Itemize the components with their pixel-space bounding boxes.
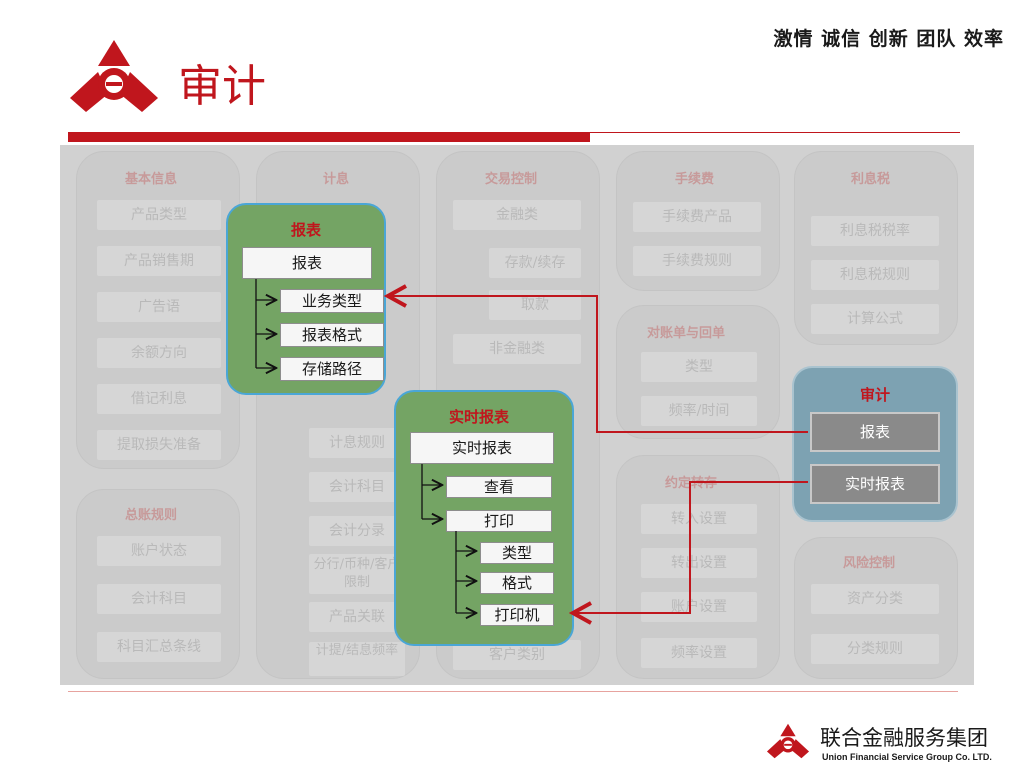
group-title: 交易控制 — [485, 172, 538, 187]
group-item: 金融类 — [453, 200, 581, 230]
realtime-panel-title: 实时报表 — [448, 408, 509, 426]
group-ledger-rules: 总账规则 账户状态 会计科目 科目汇总条线 — [76, 489, 240, 679]
group-item: 账户状态 — [97, 536, 221, 566]
group-item: 提取损失准备 — [97, 430, 221, 460]
realtime-report-panel: 实时报表 实时报表 查看 打印 类型 格式 打印机 — [394, 390, 574, 646]
group-title: 基本信息 — [125, 172, 178, 187]
group-item: 会计科目 — [309, 472, 405, 502]
group-interest-tax: 利息税 利息税税率 利息税规则 计算公式 — [794, 151, 958, 345]
group-title: 约定转存 — [665, 476, 718, 491]
header-rule-thin — [590, 132, 960, 133]
group-item: 利息税税率 — [811, 216, 939, 246]
group-title: 利息税 — [851, 172, 891, 187]
audit-panel-title: 审计 — [859, 386, 890, 404]
group-title: 计息 — [323, 172, 350, 187]
group-item: 账户设置 — [641, 592, 757, 622]
group-item: 资产分类 — [811, 584, 939, 614]
group-item: 类型 — [641, 352, 757, 382]
group-item: 会计科目 — [97, 584, 221, 614]
group-item: 存款/续存 — [489, 248, 581, 278]
group-item: 会计分录 — [309, 516, 405, 546]
group-item: 计提/结息频率 — [309, 642, 405, 676]
group-title: 对账单与回单 — [647, 326, 726, 341]
audit-item-realtime-report[interactable]: 实时报表 — [810, 464, 940, 504]
group-item: 转出设置 — [641, 548, 757, 578]
group-title: 总账规则 — [125, 508, 178, 523]
group-item: 科目汇总条线 — [97, 632, 221, 662]
audit-item-report[interactable]: 报表 — [810, 412, 940, 452]
group-item: 分类规则 — [811, 634, 939, 664]
company-logo-small — [766, 723, 810, 759]
group-basic-info: 基本信息 产品类型 产品销售期 广告语 余额方向 借记利息 提取损失准备 — [76, 151, 240, 469]
group-item: 产品销售期 — [97, 246, 221, 276]
group-item: 广告语 — [97, 292, 221, 322]
group-scheduled-transfer: 约定转存 转入设置 转出设置 账户设置 频率设置 — [616, 455, 780, 679]
group-risk-control: 风险控制 资产分类 分类规则 — [794, 537, 958, 679]
company-logo — [70, 40, 158, 112]
group-item: 取款 — [489, 290, 581, 320]
company-name-cn: 联合金融服务集团 — [820, 726, 988, 750]
print-node-type[interactable]: 类型 — [480, 542, 554, 564]
group-item: 利息税规则 — [811, 260, 939, 290]
group-item: 计算公式 — [811, 304, 939, 334]
report-node-storage-path[interactable]: 存储路径 — [280, 357, 384, 381]
group-title: 风险控制 — [843, 556, 896, 571]
group-item: 产品关联 — [309, 602, 405, 632]
report-root-node[interactable]: 报表 — [242, 247, 372, 279]
slogan: 激情 诚信 创新 团队 效率 — [773, 28, 1004, 50]
group-title: 手续费 — [675, 172, 715, 187]
group-statements: 对账单与回单 类型 频率/时间 — [616, 305, 780, 439]
header-rule-thick — [68, 132, 590, 142]
realtime-node-print[interactable]: 打印 — [446, 510, 552, 532]
group-item: 手续费规则 — [633, 246, 761, 276]
realtime-root-node[interactable]: 实时报表 — [410, 432, 554, 464]
report-node-business-type[interactable]: 业务类型 — [280, 289, 384, 313]
group-item: 频率/时间 — [641, 396, 757, 426]
report-panel: 报表 报表 业务类型 报表格式 存储路径 — [226, 203, 386, 395]
report-node-format[interactable]: 报表格式 — [280, 323, 384, 347]
audit-panel: 审计 报表 实时报表 — [792, 366, 958, 522]
group-item: 计息规则 — [309, 428, 405, 458]
group-item: 借记利息 — [97, 384, 221, 414]
group-item: 转入设置 — [641, 504, 757, 534]
realtime-node-view[interactable]: 查看 — [446, 476, 552, 498]
print-node-printer[interactable]: 打印机 — [480, 604, 554, 626]
group-fees: 手续费 手续费产品 手续费规则 — [616, 151, 780, 291]
report-panel-title: 报表 — [290, 221, 321, 239]
group-item: 分行/币种/客户限制 — [309, 554, 405, 594]
footer-rule — [68, 691, 958, 692]
group-item: 产品类型 — [97, 200, 221, 230]
company-name-en: Union Financial Service Group Co. LTD. — [822, 752, 992, 762]
group-item: 非金融类 — [453, 334, 581, 364]
group-item: 频率设置 — [641, 638, 757, 668]
page-title: 审计 — [178, 61, 266, 112]
group-item: 余额方向 — [97, 338, 221, 368]
group-item: 手续费产品 — [633, 202, 761, 232]
print-node-format[interactable]: 格式 — [480, 572, 554, 594]
